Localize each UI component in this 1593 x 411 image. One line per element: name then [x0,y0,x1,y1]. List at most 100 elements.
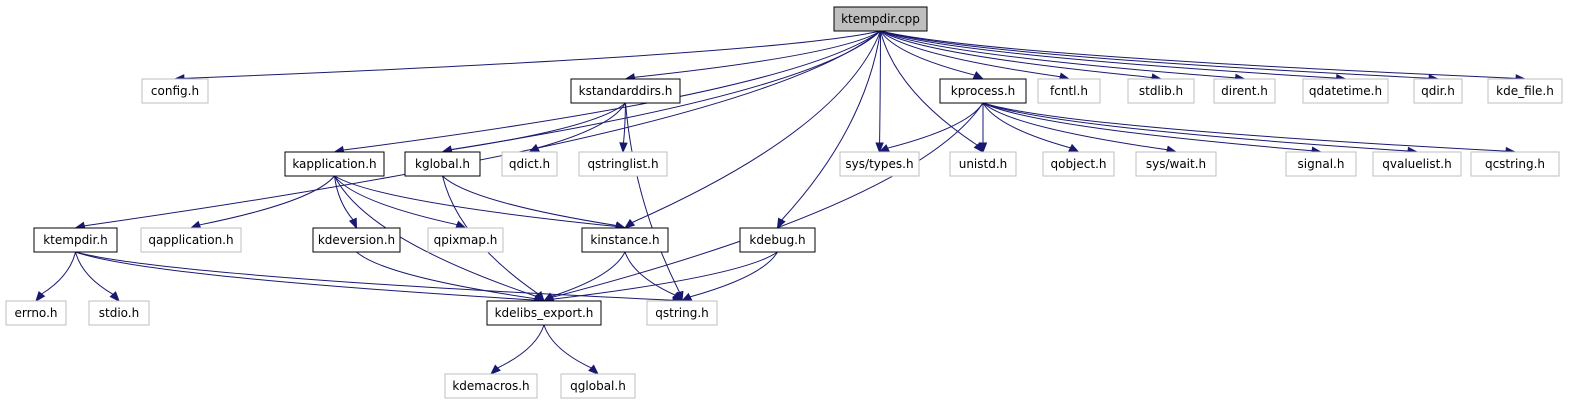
edge-ktempdir_h-to-stdio_h [75,251,120,303]
node-ktempdir-h[interactable]: ktempdir.h [33,227,118,253]
edge-line [537,102,626,149]
node-config-h: config.h [141,78,209,104]
edge-line [880,30,1153,78]
edge-ktempdir_h-to-kdelibs_export_h [75,251,546,305]
edge-kstandarddirs_h-to-kglobal_h [441,102,626,154]
edge-ktempdir_cpp-to-kdebug_h [776,30,881,230]
edge-arrowhead [489,364,501,375]
edge-line [982,102,1507,152]
edge-arrowhead [189,220,202,229]
edge-arrowhead [1068,143,1080,153]
edge-kdelibs_export_h-to-qglobal_h [543,324,600,375]
node-box [581,227,669,253]
node-box [833,6,928,32]
node-label: kdemacros.h [452,379,529,393]
node-label: qdatetime.h [1309,84,1382,98]
edge-arrowhead [623,218,636,229]
node-box [312,227,401,253]
node-kinstance-h[interactable]: kinstance.h [581,227,669,253]
edge-line [442,175,617,227]
edge-kapplication_h-to-qapplication_h [189,175,335,229]
node-qstring-h: qstring.h [646,300,718,326]
node-label: qpixmap.h [434,233,498,247]
edge-line [199,175,335,226]
edge-ktempdir_cpp-to-ktempdir_h [74,30,881,230]
edge-kdebug_h-to-qstring_h [680,251,778,302]
edge-kglobal_h-to-kinstance_h [442,175,627,230]
node-label: sys/wait.h [1146,157,1206,171]
node-unistd-h: unistd.h [949,151,1017,177]
node-box [404,151,481,177]
edge-line [552,251,778,300]
edge-line [451,102,626,151]
node-label: ktempdir.cpp [841,12,920,26]
node-label: kde_file.h [1496,84,1554,98]
edge-kapplication_h-to-kinstance_h [334,175,627,231]
node-kprocess-h[interactable]: kprocess.h [939,78,1027,104]
edge-arrowhead [776,217,786,230]
edge-line [879,30,881,144]
node-qglobal-h: qglobal.h [560,373,636,399]
node-dirent-h: dirent.h [1213,78,1276,104]
node-box [1037,78,1101,104]
edge-line [334,175,617,227]
node-label: qdir.h [1421,84,1455,98]
node-box [739,227,816,253]
node-label: kdeversion.h [318,233,395,247]
node-box [1487,78,1563,104]
edge-arrowhead [109,291,120,303]
node-qdatetime-h: qdatetime.h [1302,78,1389,104]
edge-line [880,30,1061,78]
node-box [1285,151,1357,177]
edge-arrowhead [680,292,693,302]
edge-line [84,30,881,227]
edge-line [75,251,674,301]
node-kdelibs-export-h[interactable]: kdelibs_export.h [486,300,602,326]
node-label: kinstance.h [590,233,659,247]
node-box [1372,151,1462,177]
edge-ktempdir_cpp-to-qdir_h [880,30,1440,83]
edge-line [334,175,354,221]
node-label: signal.h [1298,157,1345,171]
edge-line [625,102,680,293]
node-box [949,151,1017,177]
node-kdemacros-h: kdemacros.h [444,373,538,399]
edge-arrowhead [972,71,985,80]
node-kapplication-h[interactable]: kapplication.h [284,151,385,177]
node-box [33,227,118,253]
edge-line [880,30,975,76]
edge-line [880,30,1430,79]
node-label: kdelibs_export.h [495,306,594,320]
node-kdeversion-h[interactable]: kdeversion.h [312,227,401,253]
edge-line [880,30,1337,79]
node-box [486,300,602,326]
node-label: sys/types.h [845,157,913,171]
edge-line [982,102,1409,152]
edge-arrowhead [348,217,358,230]
edge-line [887,102,984,149]
edge-ktempdir_cpp-to-sys_types_h [875,30,884,154]
node-label: kstandarddirs.h [579,84,673,98]
node-label: config.h [151,84,199,98]
node-label: kprocess.h [951,84,1015,98]
edge-arrowhead [35,290,46,303]
edge-line [689,251,778,298]
edge-line [334,175,537,297]
edge-ktempdir_cpp-to-kstandarddirs_h [624,30,881,82]
node-kstandarddirs-h[interactable]: kstandarddirs.h [570,78,681,104]
node-label: qobject.h [1050,157,1106,171]
edge-line [41,251,76,295]
node-kdebug-h[interactable]: kdebug.h [739,227,816,253]
edge-kstandarddirs_h-to-qdict_h [528,102,626,153]
node-box [444,373,538,399]
node-kglobal-h[interactable]: kglobal.h [404,151,481,177]
node-box [939,78,1027,104]
node-qdict-h: qdict.h [501,151,558,177]
node-qpixmap-h: qpixmap.h [427,227,504,253]
edge-line [781,30,881,221]
edge-kprocess_h-to-signal_h [982,102,1323,155]
node-stdio-h: stdio.h [88,300,150,326]
node-box [646,300,718,326]
node-label: dirent.h [1221,84,1268,98]
edge-arrowhead [619,142,628,154]
